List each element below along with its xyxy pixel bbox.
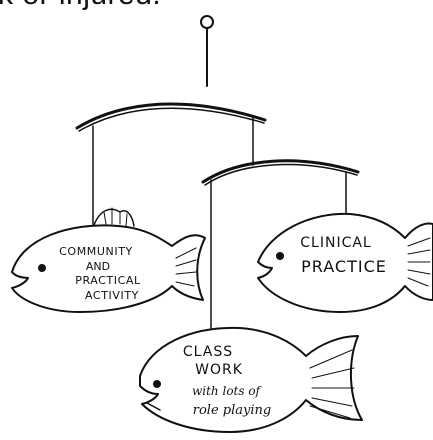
fish-community-label-1: COMMUNITY (59, 245, 133, 258)
fish-community-label-4: ACTIVITY (85, 289, 139, 302)
fish-clinical-label-1: CLINICAL (300, 235, 371, 251)
fish-class-label-2: WORK (195, 362, 243, 378)
fish-clinical-label-2: PRACTICE (301, 257, 387, 276)
fish-community-label-3: PRACTICAL (75, 274, 141, 287)
fish-community: COMMUNITY AND PRACTICAL ACTIVITY (12, 208, 205, 312)
top-arm (77, 104, 265, 224)
hanging-loop (201, 16, 213, 86)
fish-class-label-1: CLASS (183, 344, 233, 360)
fish-class-label-4: role playing (193, 403, 271, 418)
fish-class-work: CLASS WORK with lots of role playing (140, 328, 362, 432)
fish-clinical: CLINICAL PRACTICE (258, 214, 433, 312)
fish-community-label-2: AND (86, 260, 110, 273)
fish-class-label-3: with lots of (192, 384, 263, 398)
